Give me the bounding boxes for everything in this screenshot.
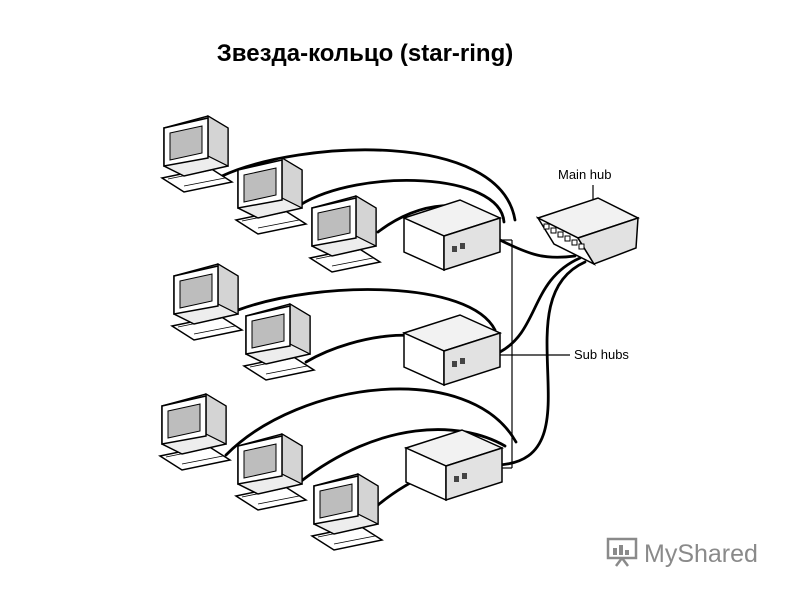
computer-5 [243,303,315,381]
watermark-text: MyShared [644,540,758,568]
sub-hub-2 [403,314,501,386]
computer-7 [235,433,307,511]
presentation-board-icon [606,536,640,573]
main-hub [535,197,640,266]
cable [298,428,507,484]
computer-3 [309,195,381,273]
cable [496,260,587,467]
cable [236,288,497,332]
main-hub-label: Main hub [558,167,611,182]
sub-hub-3 [405,429,503,501]
computer-6 [159,393,231,471]
leader-lines [500,185,594,469]
cable [498,238,577,259]
cable [298,179,506,224]
diagram-title: Звезда-кольцо (star-ring) [216,40,514,67]
computer-4 [171,263,243,341]
sub-hubs-label: Sub hubs [574,347,629,362]
cable [304,333,418,364]
computer-2 [235,157,307,235]
computer-8 [311,473,383,551]
cable [220,148,517,222]
watermark: MyShared [606,536,758,573]
network-cables [220,148,587,507]
cable [224,387,518,457]
computer-1 [161,115,233,193]
